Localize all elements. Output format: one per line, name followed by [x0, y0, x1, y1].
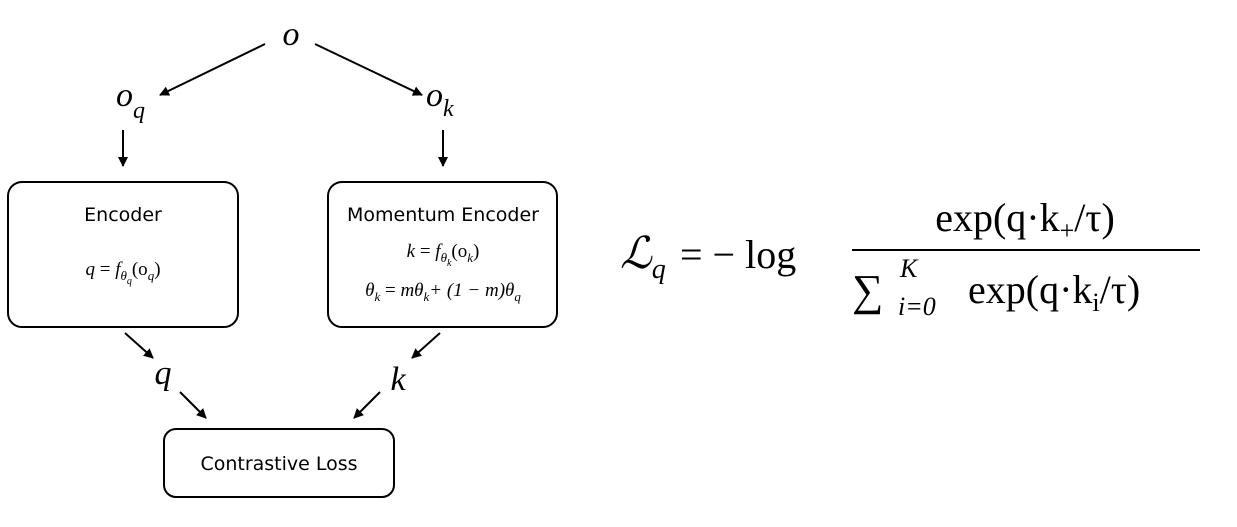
node-k: k — [390, 361, 406, 398]
encoder-box: Encoder q = fθq(oq) — [7, 181, 239, 328]
formula-lhs: ℒq — [620, 229, 666, 285]
arrow-encoder-to-q — [124, 332, 154, 359]
node-q: q — [155, 355, 172, 392]
node-o-k: ok — [426, 77, 454, 122]
momentum-encoder-box: Momentum Encoder k = fθk(ok) θk = mθk+ (… — [327, 181, 558, 328]
arrow-o-to-oq — [159, 43, 266, 96]
momentum-encoder-equation-2: θk = mθk+ (1 − m)θq — [365, 280, 521, 304]
encoder-title: Encoder — [84, 204, 162, 226]
arrow-momentum-encoder-to-k — [411, 332, 441, 359]
node-o-q: oq — [116, 77, 145, 124]
formula-sum-lower: i=0 — [898, 292, 936, 321]
encoder-equation: q = fθq(oq) — [85, 259, 160, 287]
formula-denominator: exp(q·ki/τ) — [968, 267, 1140, 317]
node-o: o — [283, 16, 300, 53]
formula-sum: ∑ — [852, 266, 883, 315]
contrastive-loss-title: Contrastive Loss — [200, 453, 357, 475]
contrastive-loss-box: Contrastive Loss — [163, 428, 395, 498]
momentum-encoder-equation-1: k = fθk(ok) — [407, 241, 480, 269]
momentum-encoder-title: Momentum Encoder — [347, 204, 539, 226]
formula-sum-upper: K — [899, 254, 919, 283]
arrow-k-to-loss — [353, 391, 381, 419]
formula-numerator: exp(q·k+/τ) — [935, 195, 1115, 245]
arrow-o-to-ok — [314, 43, 423, 96]
formula-equals-log: = − log — [680, 232, 796, 277]
arrow-q-to-loss — [179, 391, 207, 419]
loss-formula: ℒq = − log exp(q·k+/τ) ∑ K i=0 exp(q·ki/… — [620, 195, 1200, 321]
